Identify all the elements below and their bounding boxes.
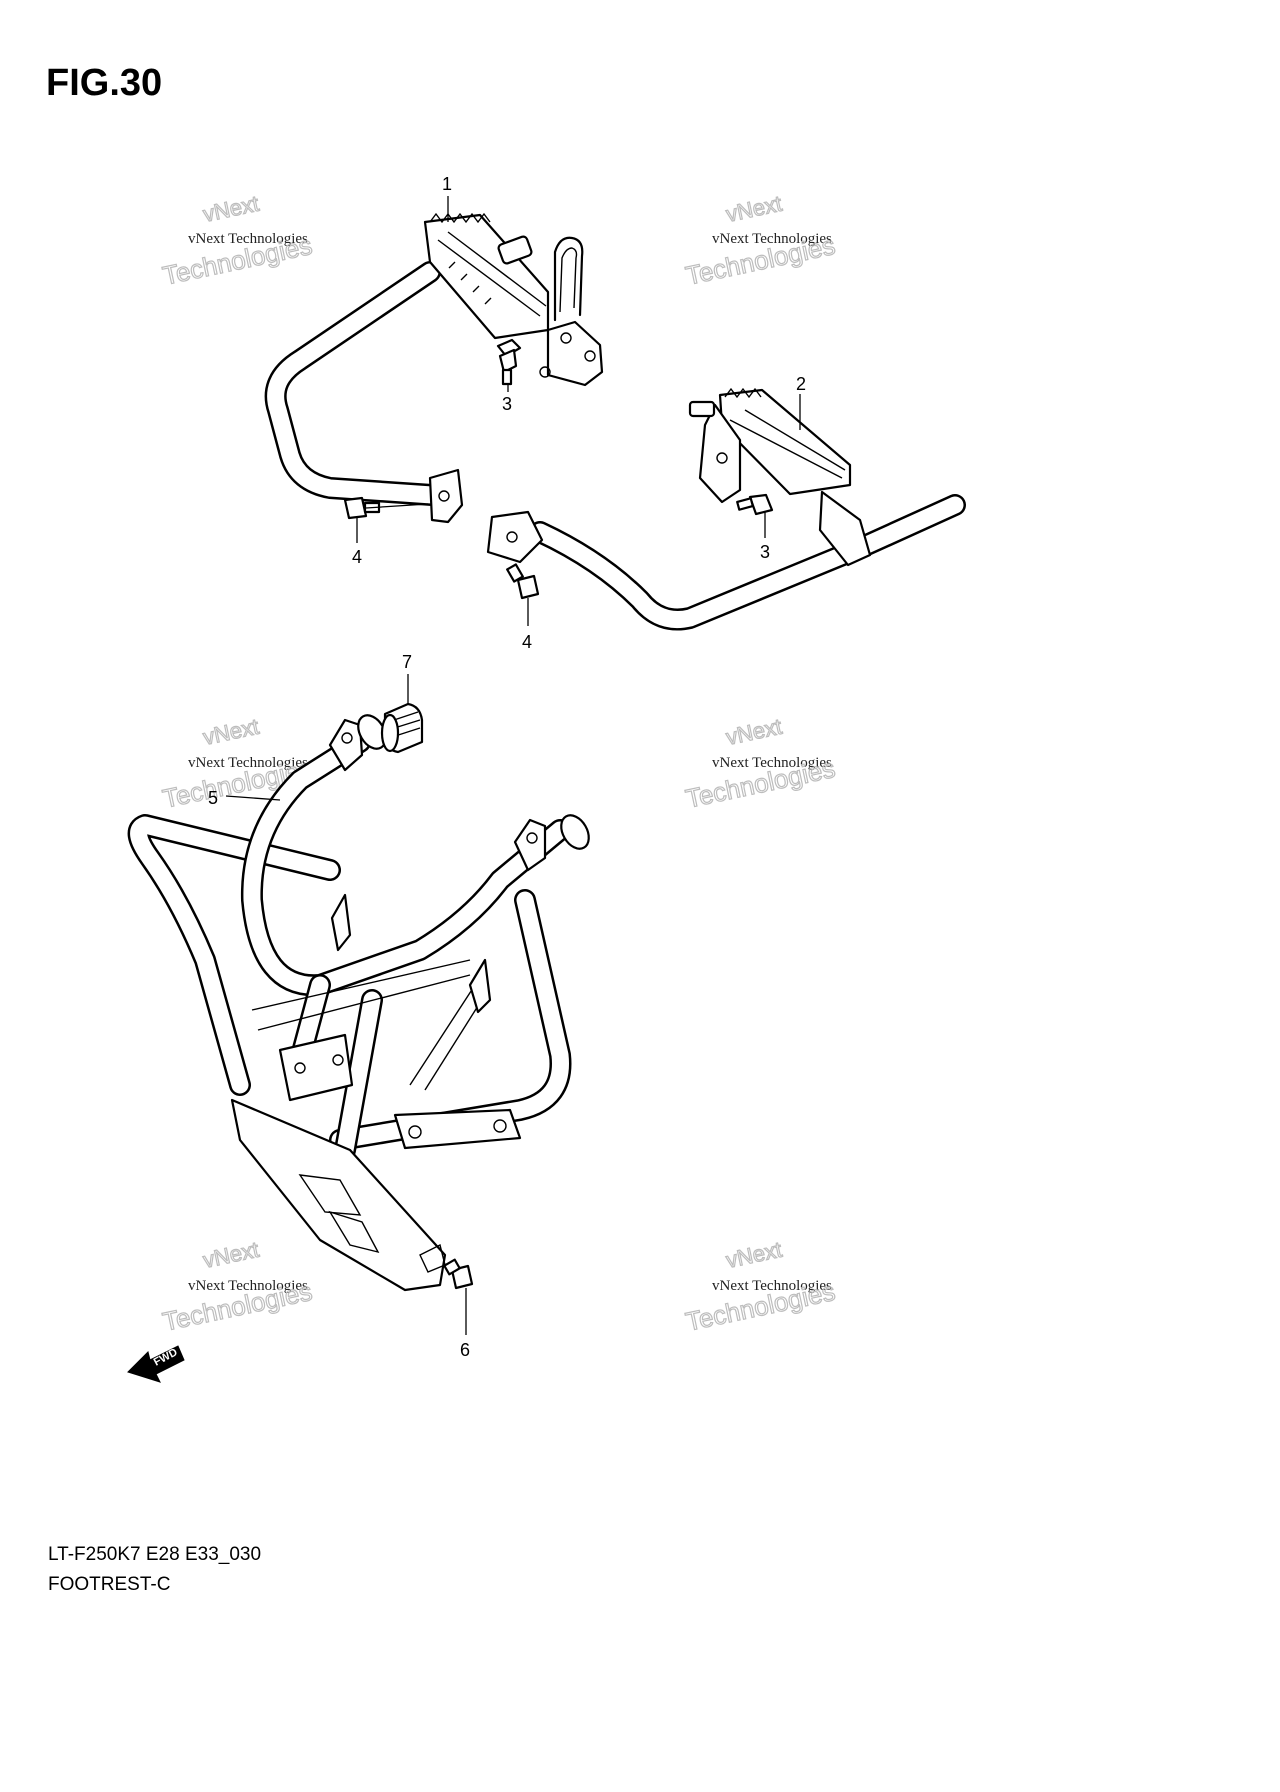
watermark-vnext-text: vNext bbox=[201, 714, 261, 750]
front-guard-part[interactable] bbox=[127, 710, 595, 1292]
watermark-bottom-right: vNext vNext Technologies Technologies bbox=[682, 1236, 838, 1337]
watermark-small-text: vNext Technologies bbox=[188, 1278, 308, 1294]
watermark-vnext-text: vNext bbox=[724, 714, 784, 750]
callout-5: 5 bbox=[208, 788, 218, 808]
figure-code: LT-F250K7 E28 E33_030 bbox=[48, 1544, 262, 1565]
watermark-vnext-text: vNext bbox=[724, 1237, 784, 1273]
tube-cap-part[interactable] bbox=[380, 702, 424, 754]
callout-4-left: 4 bbox=[352, 547, 362, 567]
callout-6: 6 bbox=[460, 1340, 470, 1360]
watermark-vnext-text: vNext bbox=[201, 1237, 261, 1273]
watermark-small-text: vNext Technologies bbox=[188, 231, 308, 247]
callout-4-lower: 4 bbox=[522, 632, 532, 652]
figure-title: FIG.30 bbox=[46, 62, 163, 104]
watermark-mid-right: vNext vNext Technologies Technologies bbox=[682, 713, 838, 814]
watermark-small-text: vNext Technologies bbox=[188, 755, 308, 771]
watermark-vnext-text: vNext bbox=[724, 191, 784, 227]
bolt-3-right[interactable] bbox=[736, 493, 774, 516]
bolt-4-lower[interactable] bbox=[506, 563, 540, 600]
watermark-small-text: vNext Technologies bbox=[712, 755, 832, 771]
bolt-3-upper[interactable] bbox=[496, 338, 522, 386]
forward-arrow-icon: FWD bbox=[127, 1345, 185, 1383]
footrest-left-part[interactable] bbox=[264, 212, 604, 524]
watermark-top-right: vNext vNext Technologies Technologies bbox=[682, 190, 838, 291]
watermark-vnext-text: vNext bbox=[201, 191, 261, 227]
callout-3-upper: 3 bbox=[502, 394, 512, 414]
watermark-small-text: vNext Technologies bbox=[712, 1278, 832, 1294]
bolt-6[interactable] bbox=[443, 1258, 474, 1290]
callout-3-right: 3 bbox=[760, 542, 770, 562]
figure-name: FOOTREST-C bbox=[48, 1574, 171, 1595]
callout-7: 7 bbox=[402, 652, 412, 672]
callout-2: 2 bbox=[796, 374, 806, 394]
footrest-right-part[interactable] bbox=[486, 387, 966, 631]
watermark-small-text: vNext Technologies bbox=[712, 231, 832, 247]
watermark-bottom-left: vNext vNext Technologies Technologies bbox=[159, 1236, 315, 1337]
callout-1: 1 bbox=[442, 174, 452, 194]
watermark-top-left: vNext vNext Technologies Technologies bbox=[159, 190, 315, 291]
